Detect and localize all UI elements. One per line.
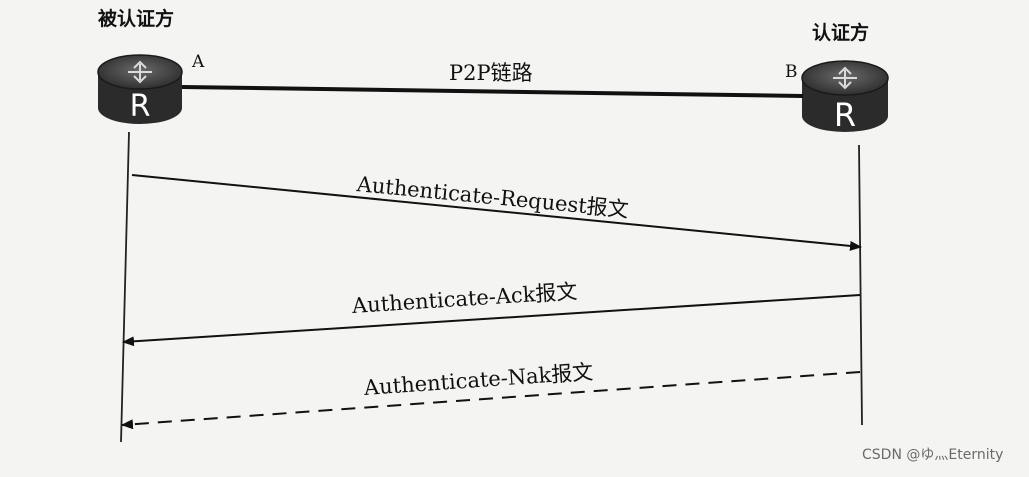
left-role-label: 被认证方 — [98, 8, 175, 30]
left-lifeline — [120, 131, 130, 443]
router-right-letter: R — [834, 96, 856, 134]
p2p-link-line — [181, 85, 804, 98]
port-a-label: A — [192, 52, 205, 72]
router-right-icon: R — [801, 60, 889, 134]
request-arrow — [131, 174, 862, 251]
ack-arrow — [122, 294, 861, 347]
nak-arrow — [121, 371, 861, 430]
p2p-link-label: P2P链路 — [449, 61, 533, 85]
port-b-label: B — [785, 62, 798, 82]
watermark: CSDN @ゆ灬Eternity — [862, 447, 1004, 463]
right-lifeline — [858, 144, 863, 426]
router-left-icon: R — [97, 54, 183, 124]
right-role-label: 认证方 — [812, 22, 870, 44]
router-left-letter: R — [130, 89, 151, 124]
